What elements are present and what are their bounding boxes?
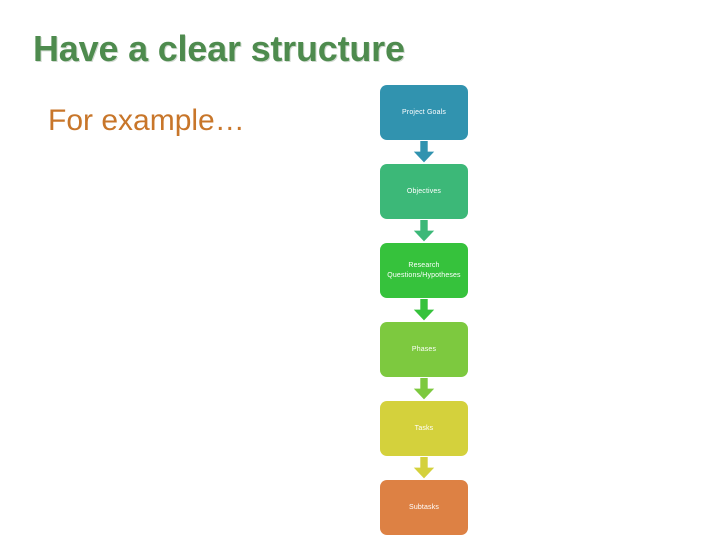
flow-box[interactable]: Tasks	[380, 401, 468, 456]
flow-box-label: Objectives	[406, 187, 442, 195]
flow-step: Project Goals	[380, 85, 468, 140]
flow-arrow-down-icon	[380, 456, 468, 480]
flow-arrow-down-icon	[380, 140, 468, 164]
flow-box[interactable]: Objectives	[380, 164, 468, 219]
flow-arrow-down-icon	[380, 377, 468, 401]
flow-step: Phases	[380, 322, 468, 377]
flow-arrow-down-icon	[380, 219, 468, 243]
flow-step: Tasks	[380, 401, 468, 456]
flow-step: Subtasks	[380, 480, 468, 535]
flow-box[interactable]: Subtasks	[380, 480, 468, 535]
flow-box[interactable]: Project Goals	[380, 85, 468, 140]
slide-subtitle: For example…	[48, 104, 245, 137]
flow-box-label: Research Questions/Hypotheses	[387, 262, 461, 279]
flow-arrow-down-icon	[380, 298, 468, 322]
flow-box[interactable]: Phases	[380, 322, 468, 377]
flow-box-label: Phases	[411, 345, 437, 353]
page-title: Have a clear structure	[33, 28, 405, 69]
flow-step: Research Questions/Hypotheses	[380, 243, 468, 298]
flow-box[interactable]: Research Questions/Hypotheses	[380, 243, 468, 298]
flow-box-label: Tasks	[414, 424, 434, 432]
flow-box-label: Project Goals	[402, 108, 446, 116]
flow-box-label: Subtasks	[409, 503, 439, 511]
flow-step: Objectives	[380, 164, 468, 219]
